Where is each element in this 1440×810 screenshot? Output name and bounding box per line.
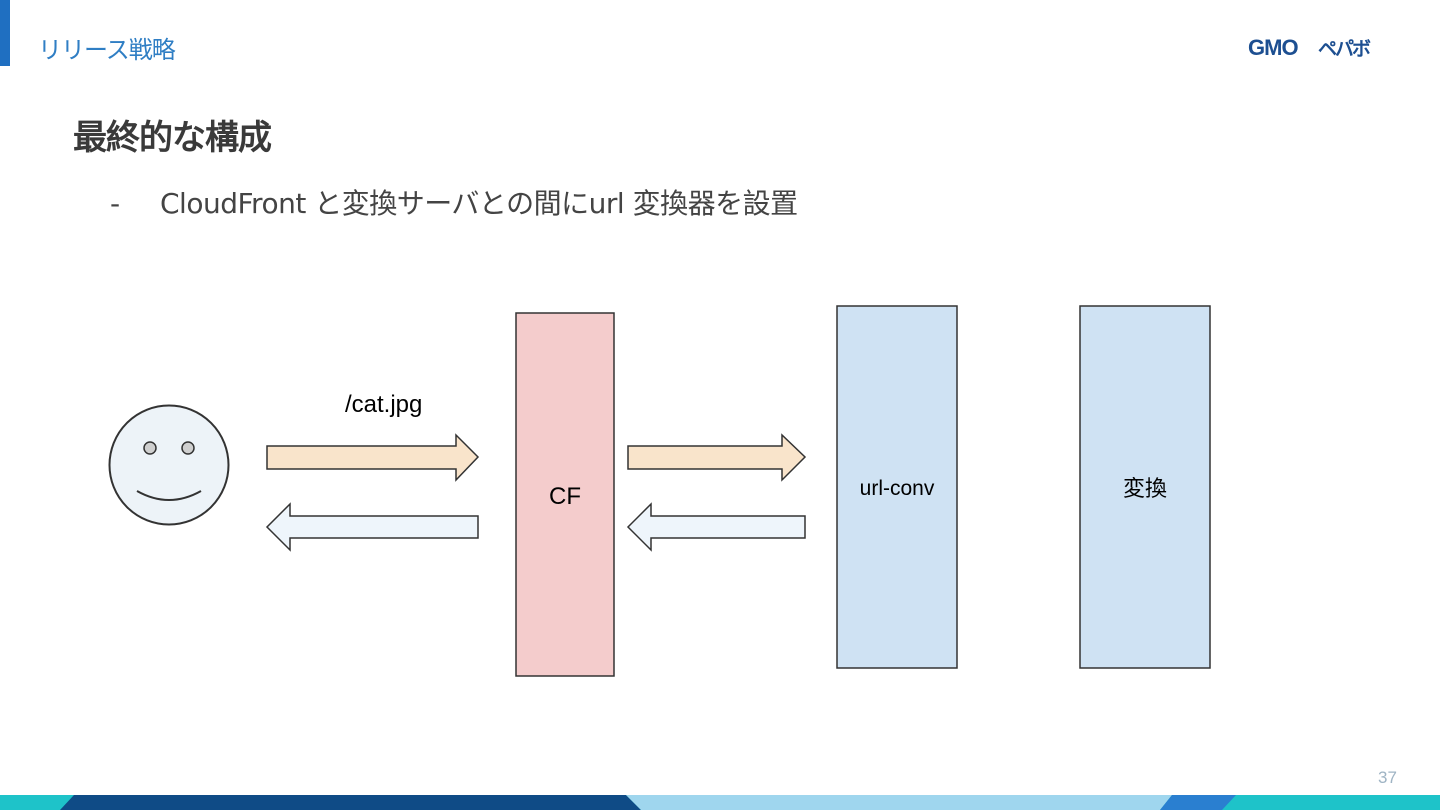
slide-heading: 最終的な構成 [73,118,272,158]
request-path-label: /cat.jpg [345,391,422,418]
svg-text:GMO: GMO [1248,35,1298,60]
svg-text:ペパボ: ペパボ [1318,38,1371,60]
url-conv-node-label: url-conv [860,477,935,500]
bullet-text: CloudFront と変換サーバとの間にurl 変換器を設置 [160,187,798,220]
page-number: 37 [1378,768,1397,787]
bullet-item: - CloudFront と変換サーバとの間にurl 変換器を設置 [110,182,798,222]
convert-node-label: 変換 [1123,476,1167,501]
footer-band [0,795,1440,810]
response-arrow-url-conv-to-cf [626,502,806,552]
url-conv-node [836,305,958,669]
user-smiley-icon [108,404,230,526]
response-arrow-cf-to-user [265,502,479,552]
convert-node [1079,305,1211,669]
gmo-pepabo-logo: GMO ペパボ [1248,35,1373,60]
cf-node-label: CF [549,483,581,510]
bullet-marker: - [110,187,120,220]
request-arrow-cf-to-url-conv [627,433,807,482]
section-accent-bar [0,0,10,66]
cf-node [515,312,615,677]
request-arrow-user-to-cf [266,433,480,482]
section-title: リリース戦略 [38,36,176,64]
